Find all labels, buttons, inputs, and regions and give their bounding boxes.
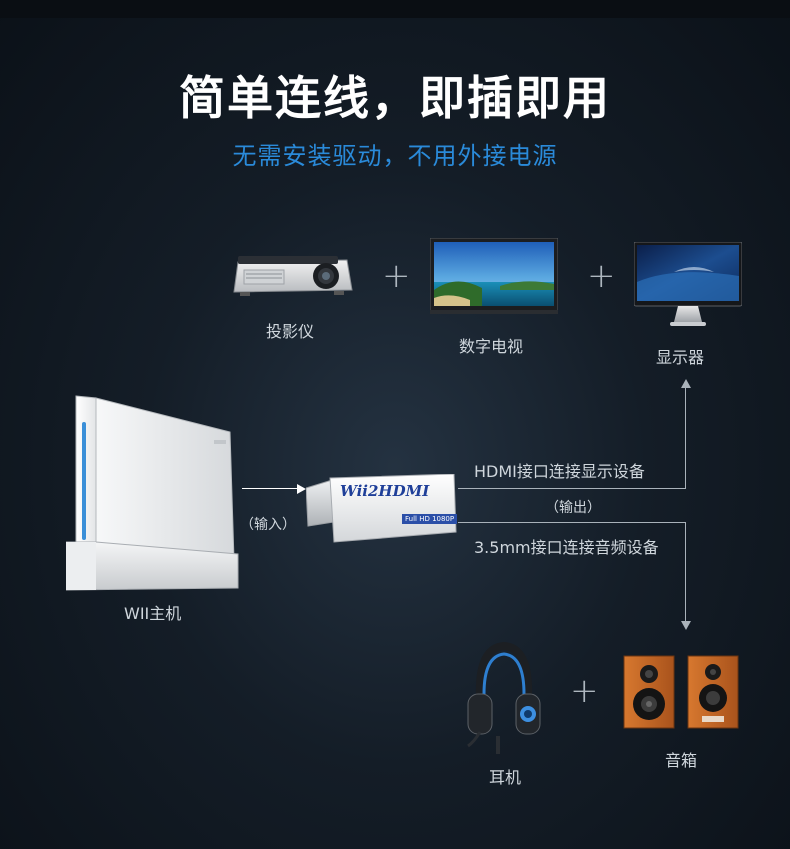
monitor-label: 显示器 xyxy=(656,348,705,367)
input-arrow-head xyxy=(297,484,306,494)
tv-icon xyxy=(430,238,558,314)
projector-icon xyxy=(233,256,353,296)
wii-console-icon xyxy=(66,395,239,591)
monitor-arrow-head xyxy=(681,379,691,388)
wii-label: WII主机 xyxy=(124,604,182,623)
audio-label: 3.5mm接口连接音频设备 xyxy=(474,538,659,557)
adapter-badge: Full HD 1080P xyxy=(402,514,458,524)
hdmi-label: HDMI接口连接显示设备 xyxy=(474,462,645,481)
monitor-connector-line xyxy=(685,388,686,489)
tv-label: 数字电视 xyxy=(459,337,524,356)
adapter-icon xyxy=(306,474,457,543)
input-arrow-line xyxy=(242,488,298,489)
audio-output-line xyxy=(458,522,686,523)
monitor-icon xyxy=(634,242,742,326)
hdmi-output-line xyxy=(458,488,686,489)
plus-sign: + xyxy=(587,256,616,296)
page-subtitle: 无需安装驱动，不用外接电源 xyxy=(232,142,558,170)
headphones-label: 耳机 xyxy=(489,768,522,787)
top-bar xyxy=(0,0,790,18)
output-label: （输出） xyxy=(545,500,601,516)
plus-sign: + xyxy=(570,671,599,711)
plus-sign: + xyxy=(382,256,411,296)
headphones-icon xyxy=(467,641,541,754)
audio-arrow-head xyxy=(681,621,691,630)
input-label: （输入） xyxy=(240,517,296,533)
audio-connector-line xyxy=(685,522,686,622)
speakers-label: 音箱 xyxy=(665,751,698,770)
speakers-icon xyxy=(623,655,739,729)
projector-label: 投影仪 xyxy=(266,322,315,341)
adapter-logo: Wii2HDMI xyxy=(340,482,430,500)
page-title: 简单连线，即插即用 xyxy=(179,71,611,125)
